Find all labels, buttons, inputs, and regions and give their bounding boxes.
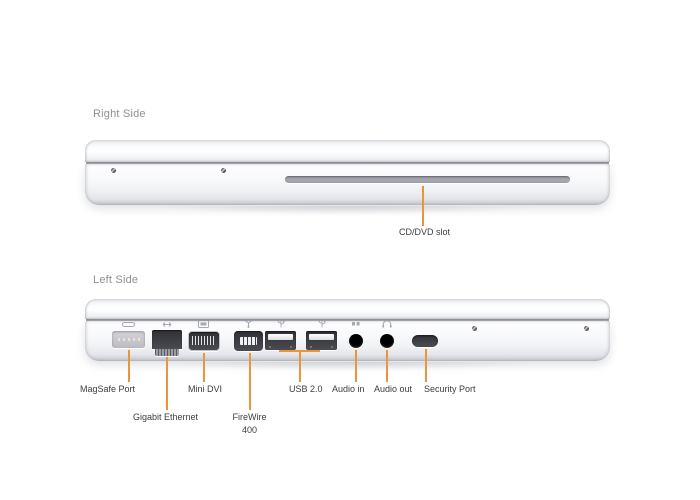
display-icon [198, 320, 209, 328]
left-side-heading: Left Side [93, 274, 139, 286]
callout-line-audio-out [386, 350, 388, 382]
laptop-chassis [85, 164, 610, 205]
callout-label-firewire-400: 400 [241, 425, 258, 435]
magsafe-icon [122, 321, 135, 328]
macbook-left-side-view [85, 299, 610, 374]
macbook-right-side-view [85, 140, 610, 218]
ethernet-arrows-icon [160, 321, 174, 328]
callout-label-mini-dvi: Mini DVI [188, 384, 223, 394]
callout-line-security [425, 349, 427, 382]
laptop-lid [85, 140, 610, 162]
audio-in-icon [352, 322, 360, 326]
audio-out-jack [380, 334, 394, 348]
magsafe-port [112, 331, 145, 348]
callout-label-ethernet: Gigabit Ethernet [133, 412, 199, 422]
drop-shadow [93, 362, 602, 374]
callout-line-usb [299, 350, 301, 382]
callout-line-magsafe [128, 350, 130, 382]
ethernet-pins [155, 349, 179, 356]
audio-in-jack [349, 334, 363, 348]
screw [472, 326, 477, 331]
lid-seam-line [86, 162, 609, 164]
headphones-icon [382, 320, 392, 328]
callout-label-audio-in: Audio in [332, 384, 365, 394]
callout-label-firewire: FireWire [232, 412, 267, 422]
callout-label-magsafe: MagSafe Port [80, 384, 136, 394]
usb-port-2 [306, 331, 337, 350]
security-slot [412, 335, 438, 347]
laptop-lid [85, 299, 610, 319]
callout-line-audio-in [355, 350, 357, 382]
callout-label-usb: USB 2.0 [289, 384, 323, 394]
callout-line-cd-dvd [422, 186, 424, 226]
mini-dvi-port [188, 331, 220, 351]
usb-trident-icon [277, 319, 285, 328]
firewire-y-icon [244, 319, 253, 328]
usb-trident-icon [318, 319, 326, 328]
callout-label-audio-out: Audio out [374, 384, 413, 394]
callout-label-cd-dvd: CD/DVD slot [399, 227, 451, 237]
callout-line-mini-dvi [203, 353, 205, 382]
screw [584, 326, 589, 331]
callout-line-ethernet [166, 357, 168, 410]
usb-port-1 [265, 331, 296, 350]
cd-dvd-slot [285, 176, 570, 183]
drop-shadow [93, 206, 602, 218]
firewire-400-port [234, 331, 263, 351]
callout-label-security: Security Port [424, 384, 476, 394]
gigabit-ethernet-port [152, 330, 182, 349]
screw [111, 168, 116, 173]
screw [221, 168, 226, 173]
callout-line-firewire [249, 353, 251, 410]
right-side-heading: Right Side [93, 108, 146, 120]
lid-seam-line [86, 319, 609, 321]
